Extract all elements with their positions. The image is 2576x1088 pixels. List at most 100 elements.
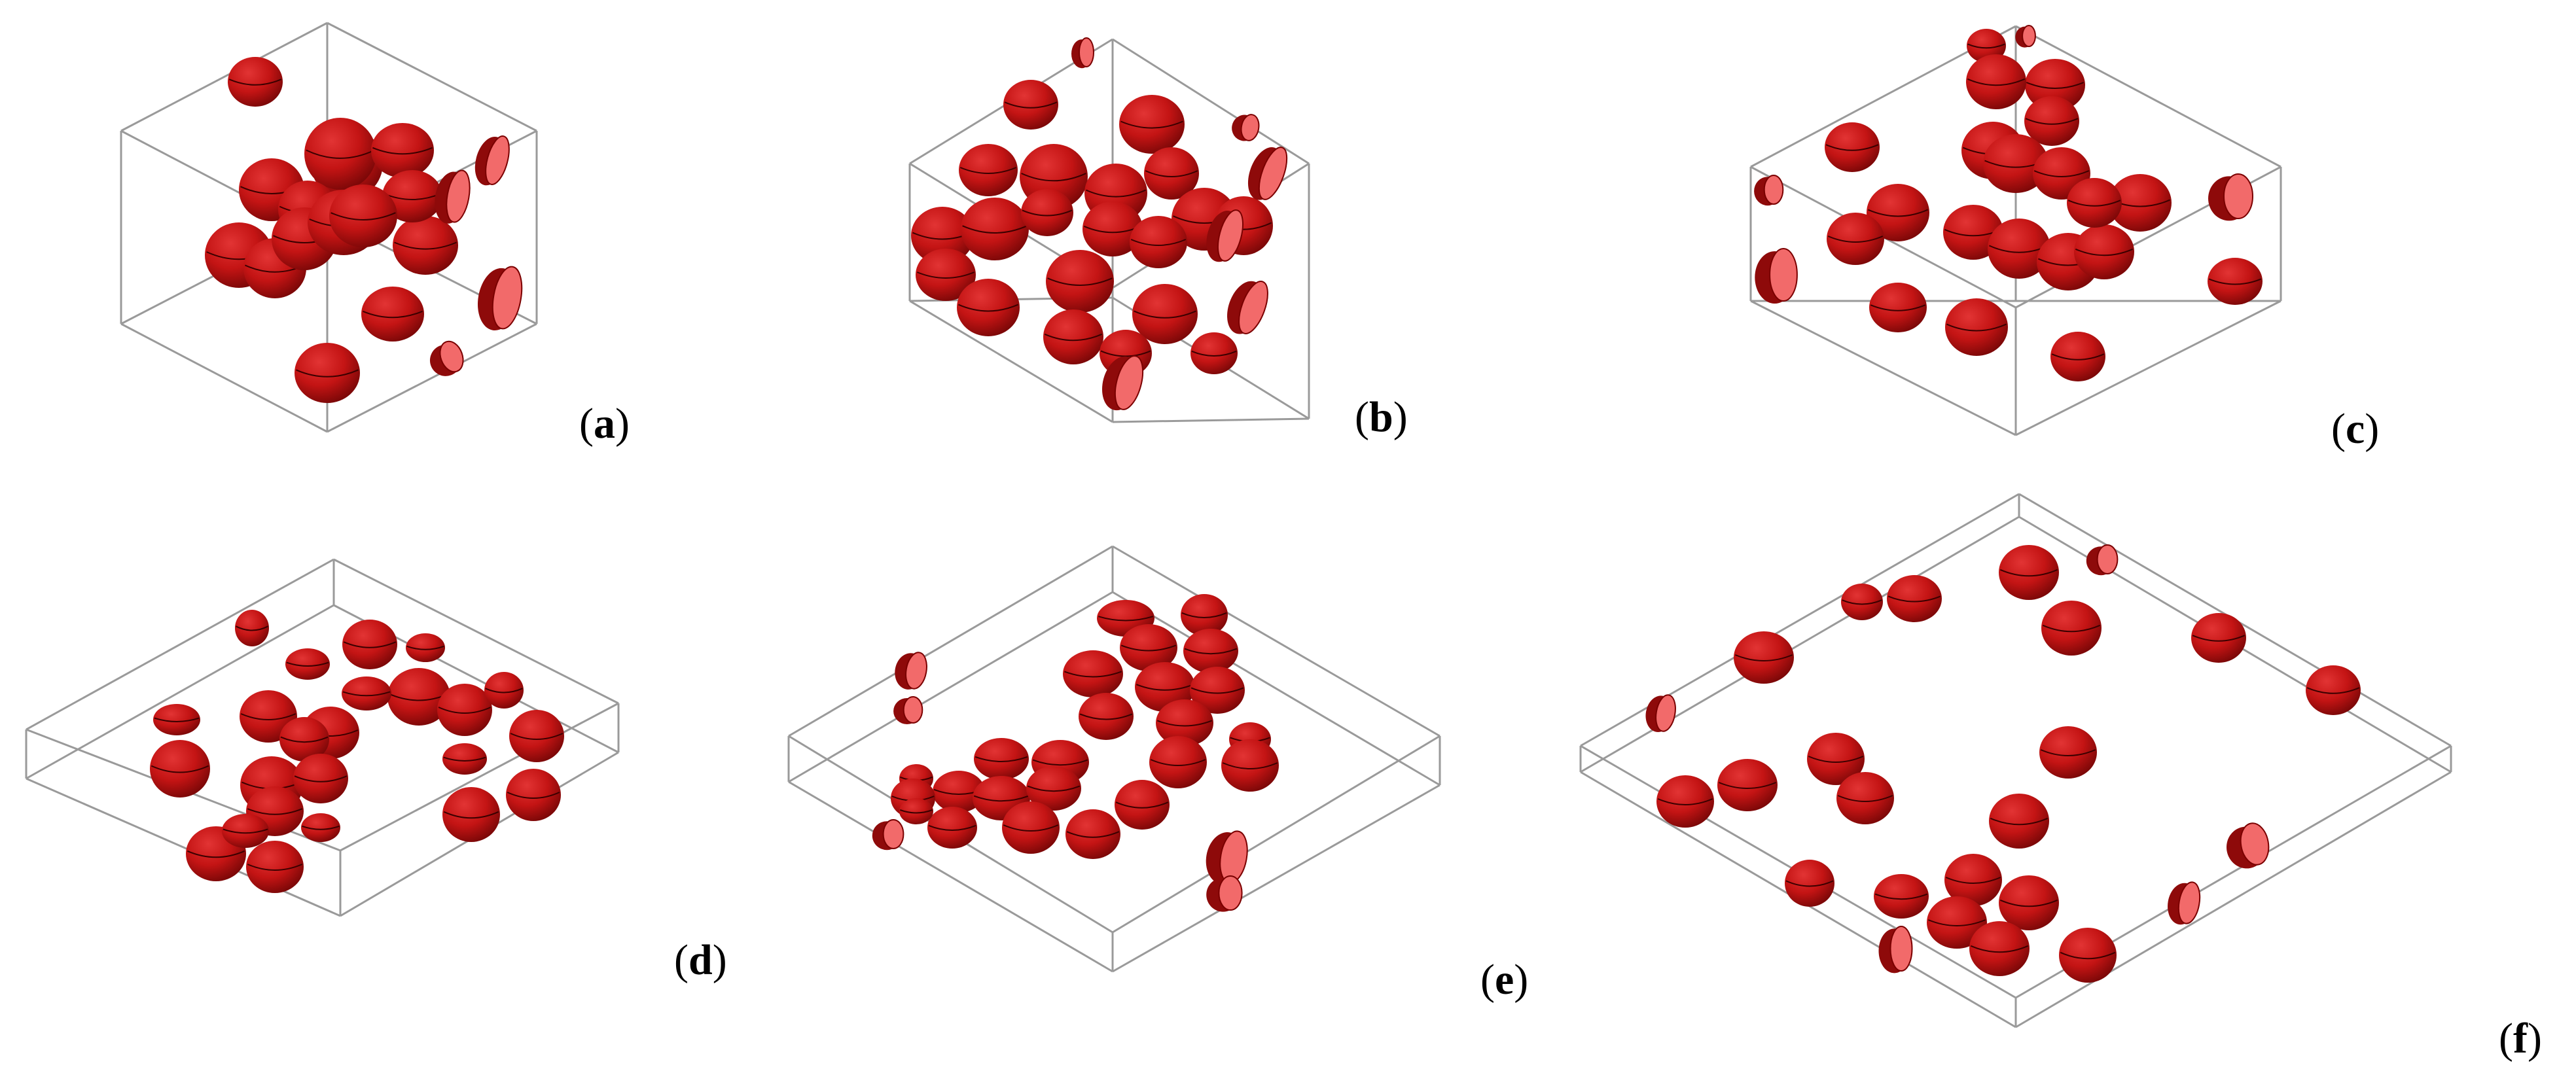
particle xyxy=(1734,631,1794,684)
particle-cut xyxy=(1232,114,1260,141)
particle xyxy=(506,769,561,821)
particle xyxy=(1999,545,2059,600)
particle xyxy=(342,676,391,711)
box-edge xyxy=(1112,735,1440,934)
particle xyxy=(1149,736,1207,788)
particle xyxy=(1966,54,2026,109)
particle xyxy=(1221,739,1279,792)
particle xyxy=(1867,184,1929,241)
particle xyxy=(899,798,933,824)
box-edge xyxy=(1112,591,1440,786)
particle xyxy=(959,144,1018,196)
particle xyxy=(2041,601,2102,656)
caption-f: (f) xyxy=(2499,1015,2542,1062)
caption-e: (e) xyxy=(1480,956,1529,1004)
box-edge xyxy=(333,558,619,705)
particle xyxy=(295,343,360,403)
particle xyxy=(1785,860,1834,907)
particle xyxy=(1827,213,1884,265)
panel-a xyxy=(120,22,538,433)
particle xyxy=(1183,629,1238,673)
particle xyxy=(961,198,1029,260)
particle xyxy=(382,170,442,222)
particle xyxy=(246,841,304,893)
particle xyxy=(1156,699,1213,746)
particle xyxy=(371,123,434,178)
caption-b: (b) xyxy=(1355,393,1408,441)
particle-cut xyxy=(1071,37,1094,69)
box-edge xyxy=(909,300,1113,423)
particle xyxy=(1717,759,1778,811)
box-edge xyxy=(788,545,1113,737)
particle xyxy=(1190,667,1245,714)
particle-cut xyxy=(2015,25,2036,48)
particle xyxy=(484,672,524,709)
particle xyxy=(150,740,210,798)
particle xyxy=(1989,794,2049,849)
particle xyxy=(1927,896,1987,949)
particle xyxy=(1115,780,1170,830)
particle xyxy=(1841,584,1883,620)
box-edge xyxy=(1750,300,2016,436)
particle xyxy=(228,57,283,107)
particle xyxy=(406,633,445,662)
particle xyxy=(279,717,329,762)
particle xyxy=(437,684,492,736)
panel-f xyxy=(1579,493,2452,1028)
particle xyxy=(1002,801,1060,854)
caption-a: (a) xyxy=(579,400,630,447)
particle-cut xyxy=(1101,355,1144,411)
particle xyxy=(304,118,376,190)
caption-d: (d) xyxy=(674,936,727,984)
particle-cut xyxy=(1878,926,1913,974)
box-edge xyxy=(327,22,537,132)
particle xyxy=(2050,332,2105,381)
particle xyxy=(2059,928,2117,983)
particle xyxy=(2067,178,2122,228)
particle xyxy=(2074,224,2134,279)
particle xyxy=(442,787,500,842)
particle xyxy=(1190,332,1238,374)
box-edge xyxy=(1580,516,2020,773)
particle-cut xyxy=(477,266,523,330)
panel-d xyxy=(25,558,620,917)
caption-c: (c) xyxy=(2331,405,2380,453)
box-edge xyxy=(327,323,537,433)
particle-cut xyxy=(1227,281,1268,334)
particle xyxy=(1119,95,1185,154)
particle xyxy=(1065,809,1120,859)
particle xyxy=(927,807,977,849)
particle xyxy=(1026,766,1081,811)
particle-cut xyxy=(429,340,464,376)
box-edge xyxy=(1112,417,1310,423)
particle xyxy=(1969,921,2030,976)
box-edge xyxy=(26,558,334,731)
particle-cut xyxy=(1206,875,1243,912)
particle xyxy=(1181,594,1228,636)
particle-cut xyxy=(872,819,904,851)
particle xyxy=(285,648,330,680)
particle-cut xyxy=(435,169,471,224)
particle xyxy=(1887,575,1942,622)
particle xyxy=(235,610,269,646)
particle xyxy=(329,184,397,247)
particle xyxy=(974,738,1029,780)
particle xyxy=(1999,875,2059,930)
particle xyxy=(509,710,564,762)
particle xyxy=(1130,216,1187,268)
particle xyxy=(2306,665,2361,715)
particle xyxy=(2191,613,2246,663)
particle xyxy=(2024,96,2079,146)
particle xyxy=(2025,59,2085,111)
particle-cut xyxy=(1645,694,1676,732)
particle xyxy=(1945,298,2008,356)
particle-cut xyxy=(2208,173,2253,221)
particle-cut xyxy=(474,135,510,186)
particle xyxy=(1046,250,1114,313)
particle xyxy=(1144,147,1199,200)
box-edge xyxy=(26,604,334,780)
particle xyxy=(1043,309,1103,364)
particle xyxy=(957,279,1020,336)
particle xyxy=(1021,189,1073,236)
